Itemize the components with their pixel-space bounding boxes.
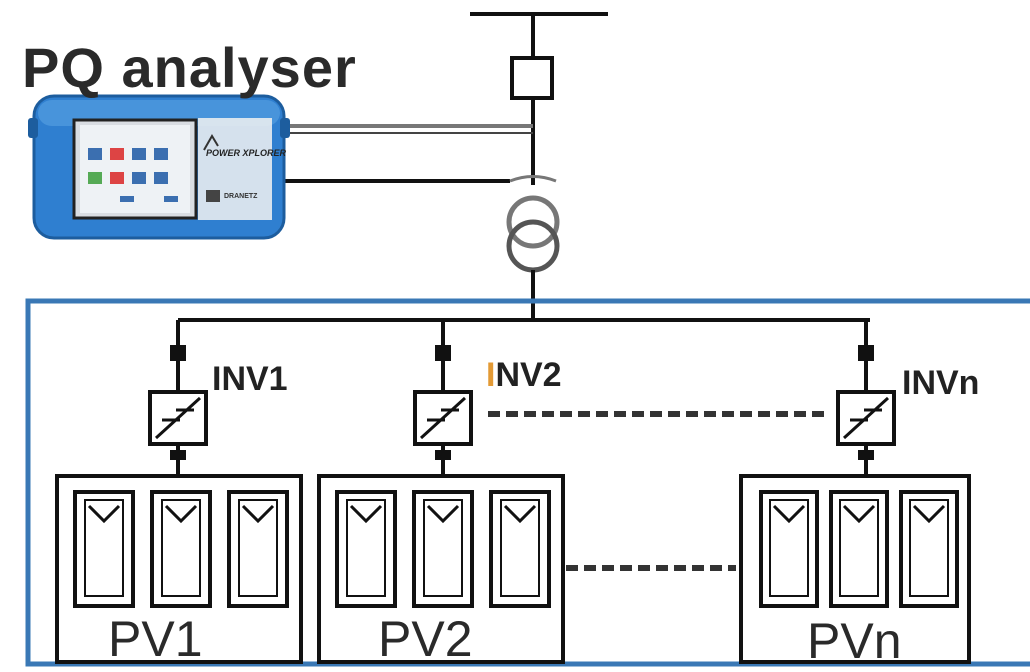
inverter-label-prefix: I	[212, 360, 222, 398]
inverter-label-n: INVn	[902, 366, 979, 400]
pv-panel-icon	[335, 490, 397, 608]
diagram-title: PQ analyser	[22, 36, 357, 99]
breaker-icon	[510, 56, 554, 185]
pq-analyser-device-icon: POWER XPLORER DRANETZ	[28, 94, 290, 240]
inverter-label-2: INV2	[486, 358, 562, 392]
inverter-label-rest: NVn	[911, 364, 980, 402]
pv-panel-icon	[150, 490, 212, 608]
pv-panel-icon	[412, 490, 474, 608]
branch-1	[148, 320, 208, 476]
inverter-label-rest: NV1	[221, 360, 288, 398]
inverter-label-prefix: I	[486, 356, 496, 394]
inverter-label-prefix: I	[902, 364, 912, 402]
pv-panel-icon	[227, 490, 289, 608]
branch-2	[413, 320, 473, 476]
inverter-label-rest: NV2	[495, 356, 562, 394]
inverter-label-1: INV1	[212, 362, 288, 396]
pv-panel-icon	[489, 490, 551, 608]
branch-n	[836, 320, 896, 476]
pv-array-label-1: PV1	[108, 611, 203, 667]
svg-text:POWER XPLORER: POWER XPLORER	[206, 148, 287, 158]
pv-array-1	[55, 474, 303, 664]
pv-array-label-2: PV2	[378, 611, 473, 667]
pv-panel-icon	[73, 490, 135, 608]
pv-array-label-n: PVn	[807, 613, 902, 669]
transformer-icon	[506, 195, 560, 320]
measurement-leads	[280, 124, 557, 183]
grid-bus	[470, 12, 608, 58]
pv-array-n	[739, 474, 971, 664]
svg-text:DRANETZ: DRANETZ	[224, 193, 258, 200]
pv-array-2	[317, 474, 565, 664]
